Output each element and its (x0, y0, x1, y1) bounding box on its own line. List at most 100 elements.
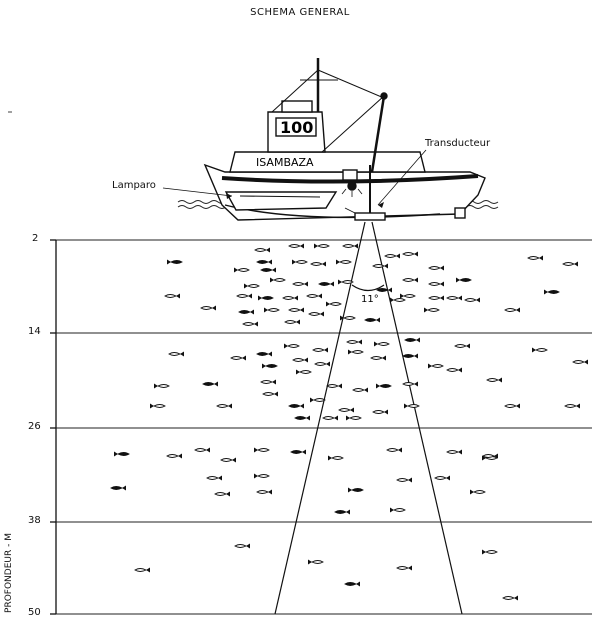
fish-icon (338, 407, 354, 413)
fish-icon (236, 293, 252, 299)
fish-icon (328, 455, 344, 461)
fish-icon (282, 295, 298, 301)
fish-icon (238, 309, 254, 315)
fish-icon (434, 475, 450, 481)
fish-icon (306, 293, 322, 299)
fish-icon (470, 489, 486, 495)
fish-icon (296, 369, 312, 375)
fish-icon (254, 447, 270, 453)
fish-icon (206, 475, 222, 481)
fish-icon (230, 355, 246, 361)
transducer-icon (354, 212, 386, 221)
fish-icon (314, 243, 330, 249)
beam-angle-label: 11° (361, 294, 379, 305)
fish-icon (374, 341, 390, 347)
fish-icon (154, 383, 170, 389)
lamp-housing (342, 169, 358, 181)
fish-icon (428, 281, 444, 287)
fish-icon (326, 383, 342, 389)
beam-left-edge (274, 221, 366, 615)
depth-gridlines (56, 239, 592, 615)
fish-icon (194, 447, 210, 453)
fish-icon (292, 259, 308, 265)
lamp-icon (347, 181, 357, 191)
depth-tick-label: 14 (28, 326, 41, 337)
fish-icon (572, 359, 588, 365)
fish-icon (352, 387, 368, 393)
fish-icon (348, 487, 364, 493)
fish-icon (454, 343, 470, 349)
fish-icon (290, 449, 306, 455)
fish-icon (262, 391, 278, 397)
mast-stay (317, 69, 385, 99)
lamparo-boat (224, 191, 338, 211)
fish-icon (402, 353, 418, 359)
fish-icon (242, 321, 258, 327)
fish-icon (348, 349, 364, 355)
fish-icon (396, 565, 412, 571)
transducer-label: Transducteur (425, 138, 491, 149)
depth-tick-label: 50 (28, 607, 41, 618)
fish-icon (114, 451, 130, 457)
fish-icon (336, 259, 352, 265)
fish-icon (254, 247, 270, 253)
wheelhouse-roof (281, 100, 313, 113)
fish-icon (318, 281, 334, 287)
fish-icon (376, 287, 392, 293)
lamparo-leader (162, 187, 233, 197)
fish-icon (264, 307, 280, 313)
fish-icon (294, 415, 310, 421)
fish-icon (340, 315, 356, 321)
fish-icon (308, 311, 324, 317)
fish-icon (428, 295, 444, 301)
fish-icon (314, 361, 330, 367)
fish-icon (456, 277, 472, 283)
fish-icon (390, 297, 406, 303)
boat-name: ISAMBAZA (256, 156, 314, 169)
fish-icon (486, 377, 502, 383)
fish-icon (110, 485, 126, 491)
fish-icon (256, 489, 272, 495)
beam-angle-arc (351, 284, 385, 292)
fish-icon (424, 307, 440, 313)
sonar-beam (274, 221, 463, 615)
fish-icon (402, 381, 418, 387)
fish-icon (338, 279, 354, 285)
fish-icon (384, 253, 400, 259)
beam-right-edge (371, 221, 463, 615)
fish-icon (284, 343, 300, 349)
fish-icon (334, 509, 350, 515)
fish-icon (370, 355, 386, 361)
fish-icon (376, 383, 392, 389)
fish-icon (544, 289, 560, 295)
fish-icon (464, 297, 480, 303)
fish-icon (372, 263, 388, 269)
fish-icon (428, 265, 444, 271)
fish-icon (428, 363, 444, 369)
fish-icon (400, 293, 416, 299)
fish-icon (344, 581, 360, 587)
depth-axis-title: PROFONDEUR - M (4, 533, 14, 613)
lamp-rays (341, 188, 363, 197)
boat-rudder (454, 207, 466, 219)
fish-icon (308, 559, 324, 565)
depth-tick-label: 26 (28, 421, 41, 432)
fish-icon (502, 595, 518, 601)
fish-icon (446, 449, 462, 455)
boat-cabin (229, 151, 426, 173)
depth-tick-label: 38 (28, 515, 41, 526)
fish-icon (527, 255, 543, 261)
fish-icon (168, 351, 184, 357)
fish-layer (110, 243, 588, 601)
fish-icon (346, 339, 362, 345)
fishing-boat (203, 58, 486, 221)
fish-icon (322, 415, 338, 421)
fish-icon (292, 357, 308, 363)
fish-icon (396, 477, 412, 483)
fish-icon (482, 453, 498, 459)
fish-icon (402, 277, 418, 283)
fish-icon (390, 507, 406, 513)
fish-icon (214, 491, 230, 497)
fish-icon (288, 403, 304, 409)
fish-icon (164, 293, 180, 299)
